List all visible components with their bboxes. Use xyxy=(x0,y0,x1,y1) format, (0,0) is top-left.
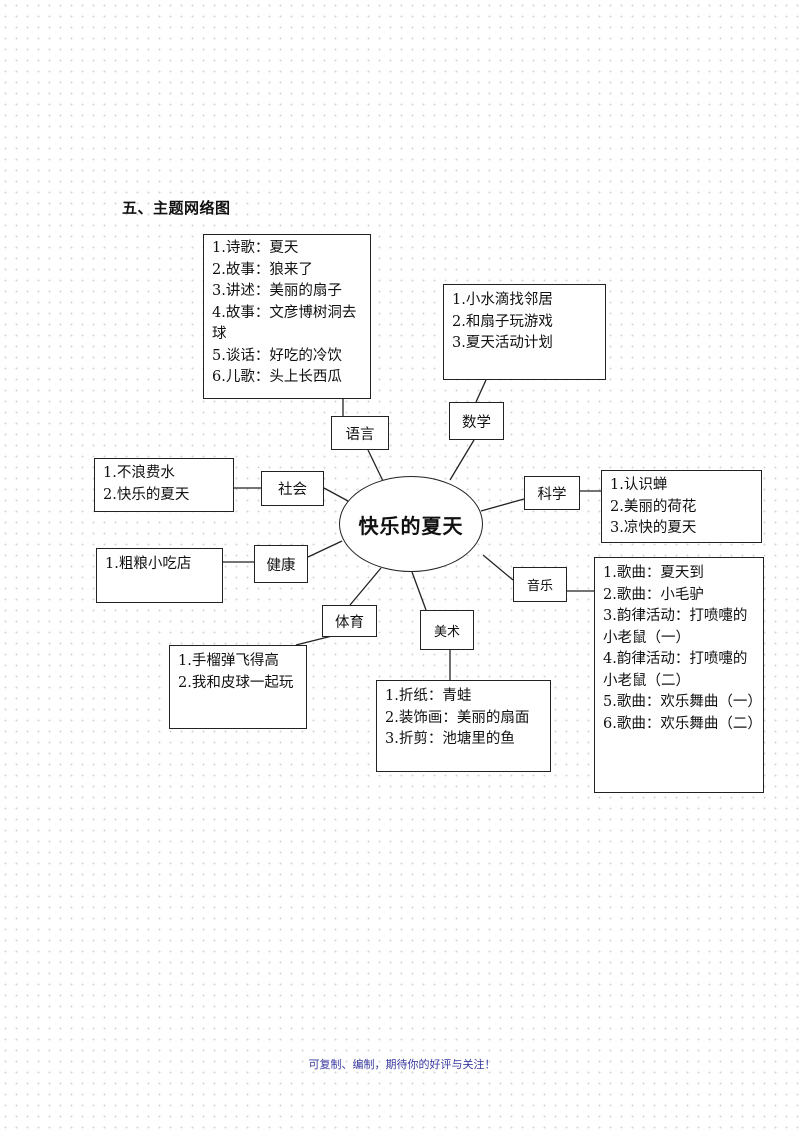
yuyan-item: 5.谈话：好吃的冷饮 xyxy=(212,347,342,364)
shuxue-item: 2.和扇子玩游戏 xyxy=(452,313,553,330)
connector-meishu-center xyxy=(411,571,427,611)
yuyan-item: 4.故事：文彦博树洞去球 xyxy=(212,304,357,343)
central-topic: 快乐的夏天 xyxy=(339,476,483,572)
tiyu-item: 1.手榴弹飞得高 xyxy=(178,653,279,669)
kexue-item: 3.凉快的夏天 xyxy=(610,520,697,536)
meishu-item: 2.装饰画：美丽的扇面 xyxy=(385,709,530,726)
tiyu-label: 体育 xyxy=(322,605,377,637)
yuyan-content-box: 1.诗歌：夏天 2.故事：狼来了 3.讲述：美丽的扇子 4.故事：文彦博树洞去球… xyxy=(203,234,371,399)
connector-yinyue-center xyxy=(482,554,514,581)
kexue-label: 科学 xyxy=(524,476,580,510)
shuxue-label: 数学 xyxy=(449,402,504,440)
yuyan-item: 3.讲述：美丽的扇子 xyxy=(212,283,342,299)
shehui-item: 1.不浪费水 xyxy=(103,465,175,481)
shehui-item: 2.快乐的夏天 xyxy=(103,486,190,503)
connector-tiyu-center xyxy=(349,567,382,606)
yinyue-item: 1.歌曲：夏天到 xyxy=(603,565,704,581)
footer-note: 可复制、编制，期待你的好评与关注！ xyxy=(308,1058,496,1071)
yuyan-item: 6.儿歌：头上长西瓜 xyxy=(212,369,342,385)
yinyue-item: 3.韵律活动：打喷嚏的小老鼠（一） xyxy=(603,608,748,646)
meishu-item: 1.折纸：青蛙 xyxy=(385,688,472,704)
meishu-label: 美术 xyxy=(420,610,474,650)
yuyan-item: 1.诗歌：夏天 xyxy=(212,240,299,256)
yuyan-label: 语言 xyxy=(331,416,389,450)
kexue-content-box: 1.认识蝉 2.美丽的荷花 3.凉快的夏天 xyxy=(601,470,762,543)
tiyu-content-box: 1.手榴弹飞得高 2.我和皮球一起玩 xyxy=(169,645,307,729)
meishu-item: 3.折剪：池塘里的鱼 xyxy=(385,731,515,747)
yinyue-item: 4.韵律活动：打喷嚏的小老鼠（二） xyxy=(603,651,748,689)
yuyan-item: 2.故事：狼来了 xyxy=(212,261,313,278)
jiankang-content-box: 1.粗粮小吃店 xyxy=(96,548,223,603)
tiyu-item: 2.我和皮球一起玩 xyxy=(178,674,294,691)
jiankang-label: 健康 xyxy=(254,545,308,583)
yinyue-item: 6.歌曲：欢乐舞曲（二） xyxy=(603,715,762,732)
connector-kexue-center xyxy=(480,498,525,512)
yinyue-item: 5.歌曲：欢乐舞曲（一） xyxy=(603,694,762,710)
jiankang-item: 1.粗粮小吃店 xyxy=(105,556,192,572)
kexue-item: 2.美丽的荷花 xyxy=(610,498,697,515)
kexue-item: 1.认识蝉 xyxy=(610,477,668,493)
yinyue-content-box: 1.歌曲：夏天到 2.歌曲：小毛驴 3.韵律活动：打喷嚏的小老鼠（一） 4.韵律… xyxy=(594,557,764,793)
connector-yuyan-center xyxy=(367,449,384,482)
yinyue-label: 音乐 xyxy=(513,567,567,602)
connector-shehui-center xyxy=(323,487,349,502)
shehui-content-box: 1.不浪费水 2.快乐的夏天 xyxy=(94,458,234,512)
meishu-content-box: 1.折纸：青蛙 2.装饰画：美丽的扇面 3.折剪：池塘里的鱼 xyxy=(376,680,551,772)
shuxue-content-box: 1.小水滴找邻居 2.和扇子玩游戏 3.夏天活动计划 xyxy=(443,284,606,380)
yinyue-item: 2.歌曲：小毛驴 xyxy=(603,586,704,603)
connector-shuxue-center xyxy=(449,439,475,481)
shuxue-item: 1.小水滴找邻居 xyxy=(452,292,553,308)
shuxue-item: 3.夏天活动计划 xyxy=(452,335,553,351)
connector-jiankang-center xyxy=(307,540,343,558)
shehui-label: 社会 xyxy=(261,471,324,506)
section-heading: 五、主题网络图 xyxy=(122,199,231,217)
connector-shuxue-box xyxy=(475,379,487,403)
